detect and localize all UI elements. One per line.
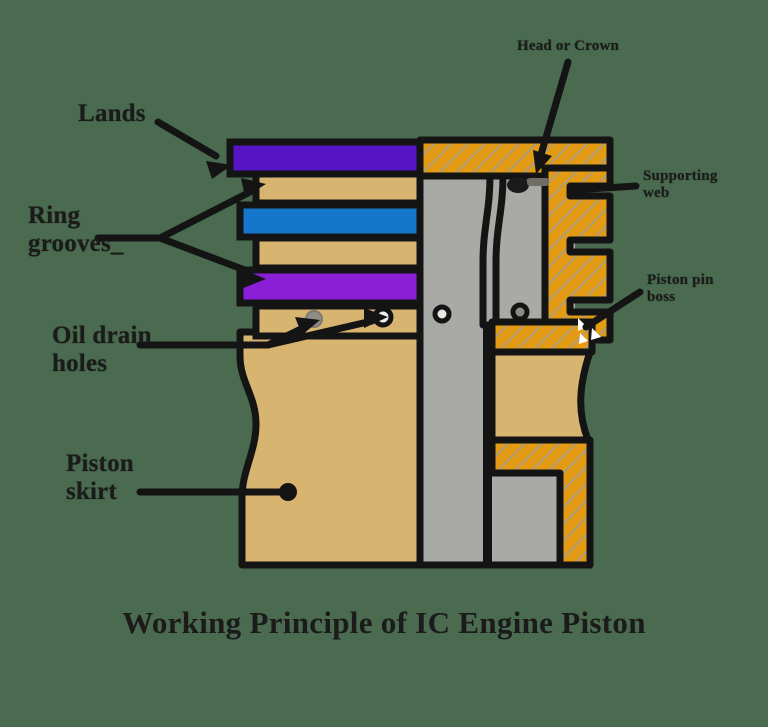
label-piston-pin-boss-line2: boss <box>647 288 676 305</box>
leader-piston-pin-boss <box>582 288 644 331</box>
callout-leaders <box>94 58 644 501</box>
leader-head-or-crown <box>536 58 572 162</box>
label-piston-skirt-line2: skirt <box>66 478 117 505</box>
label-supporting-web-line2: web <box>643 184 670 201</box>
label-head-or-crown: Head or Crown <box>517 38 620 54</box>
leader-oil-drain-head-b <box>364 308 388 328</box>
web-slot-mark <box>527 178 549 186</box>
leader-head-or-crown-head <box>533 150 552 174</box>
piston-sectioned-half <box>416 136 614 569</box>
leader-supporting-web <box>568 182 640 194</box>
label-ring-grooves-line2: grooves_ <box>28 230 124 257</box>
piston-skirt-body <box>236 328 424 569</box>
leader-lands <box>154 118 220 160</box>
label-piston-pin-boss-line1: Piston pin <box>647 272 714 288</box>
leader-ring-groove-head-lower <box>241 269 266 289</box>
leader-ring-groove-lower <box>156 234 254 276</box>
ring-top <box>226 138 424 178</box>
ring-third <box>236 266 424 307</box>
leader-oil-drain-branch-b <box>264 317 376 349</box>
leader-piston-skirt-dot <box>279 483 297 501</box>
leader-oil-drain-head-a <box>295 317 320 335</box>
label-supporting-web-line1: Supporting <box>643 168 718 184</box>
leader-ring-groove-upper <box>156 188 254 242</box>
piston-outer-half <box>226 138 424 569</box>
leader-ring-groove-head-upper <box>241 178 266 197</box>
label-oil-drain-line2: holes <box>52 350 108 377</box>
label-piston-skirt-line1: Piston <box>66 450 134 477</box>
core-boss-divider <box>483 325 492 565</box>
label-ring-grooves-line1: Ring <box>28 202 81 229</box>
ring-second <box>236 201 424 241</box>
leader-lands-head <box>206 161 232 179</box>
label-oil-drain-line1: Oil drain <box>52 322 152 349</box>
core-hole-left <box>432 304 452 324</box>
pin-boss-upper-hatch <box>488 318 596 356</box>
pin-boss-face <box>488 348 594 444</box>
web-notch-mark <box>507 177 529 193</box>
label-lands: Lands <box>78 100 146 127</box>
core-hole-right <box>510 302 530 322</box>
land-lower <box>252 234 424 272</box>
figure-title: Working Principle of IC Engine Piston <box>122 605 646 640</box>
